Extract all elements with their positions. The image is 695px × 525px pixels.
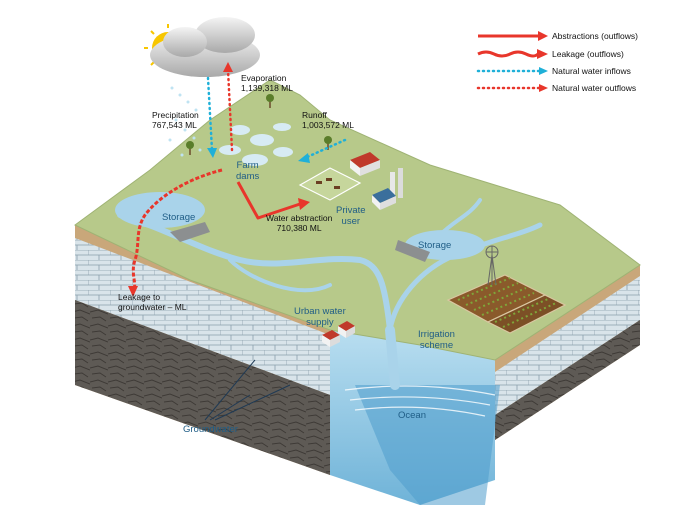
label-evaporation-title: Evaporation: [241, 73, 287, 83]
precipitation-drops: [168, 86, 202, 157]
label-urban-water-supply: Urban water supply: [294, 306, 346, 328]
label-water-abstraction: Water abstraction 710,380 ML: [266, 213, 332, 233]
label-urban-line1: Urban water: [294, 306, 346, 317]
paddock: [298, 167, 362, 201]
label-precipitation: Precipitation 767,543 ML: [152, 110, 199, 130]
label-runoff-title: Runoff: [302, 110, 327, 120]
label-evaporation: Evaporation 1,139,318 ML: [241, 73, 293, 93]
label-leakage-line2: groundwater – ML: [118, 302, 187, 312]
irrigation-fields: [446, 274, 567, 334]
legend-symbols: [476, 31, 548, 92]
leakage-arrowhead: [128, 286, 138, 297]
label-leakage-line1: Leakage to: [118, 292, 161, 302]
water-abstraction-arrowhead: [298, 198, 310, 210]
label-private-user-line2: user: [341, 216, 361, 227]
cattle: [316, 178, 340, 189]
label-irrigation-scheme: Irrigation scheme: [418, 329, 455, 351]
label-precipitation-title: Precipitation: [152, 110, 199, 120]
storage-left-dam: [170, 222, 210, 242]
label-farm-dams: Farm dams: [236, 160, 259, 182]
label-groundwater: Groundwater: [183, 424, 238, 435]
urban-houses: [322, 321, 355, 347]
label-urban-line2: supply: [306, 317, 334, 328]
legend-natural-outflows: Natural water outflows: [552, 83, 637, 93]
windmill-icon: [485, 245, 499, 286]
ocean-block: [330, 330, 500, 505]
soil-layers-right: [495, 265, 640, 440]
storage-left-lake: [115, 192, 205, 228]
label-evaporation-value: 1,139,318 ML: [241, 83, 293, 93]
runoff-inflow-arrow: [303, 138, 347, 160]
label-storage-right: Storage: [418, 240, 452, 251]
label-leakage: Leakage to groundwater – ML: [118, 292, 187, 312]
label-farm-dams-line1: Farm: [236, 160, 259, 171]
farm-dams-ponds: [219, 123, 293, 166]
label-private-user: Private user: [336, 205, 366, 227]
label-irrigation-line2: scheme: [419, 340, 454, 351]
label-storage-left: Storage: [162, 212, 196, 223]
precipitation-inflow-arrow: [206, 76, 214, 152]
label-runoff: Runoff 1,003,572 ML: [302, 110, 354, 130]
storage-right-dam: [395, 240, 430, 262]
leakage-arrow: [131, 168, 223, 292]
label-private-user-line1: Private: [336, 205, 366, 216]
label-runoff-value: 1,003,572 ML: [302, 120, 354, 130]
evaporation-arrowhead: [223, 62, 233, 72]
label-irrigation-line1: Irrigation: [418, 329, 455, 340]
legend-natural-inflows: Natural water inflows: [552, 66, 631, 76]
label-farm-dams-line2: dams: [236, 171, 260, 182]
label-water-abstraction-title: Water abstraction: [266, 213, 333, 223]
trees: [186, 94, 332, 155]
runoff-arrowhead: [298, 153, 310, 163]
cloud-icon: [150, 17, 260, 77]
water-abstraction-arrow: [236, 181, 301, 220]
groundwater-pointer-lines: [204, 359, 291, 421]
evaporation-outflow-arrow: [226, 68, 234, 152]
precipitation-arrowhead: [207, 148, 217, 158]
legend-leakage: Leakage (outflows): [552, 49, 624, 59]
legend-abstractions: Abstractions (outflows): [552, 31, 638, 41]
soil-layers-left: [75, 225, 330, 475]
label-ocean: Ocean: [398, 410, 426, 421]
label-precipitation-value: 767,543 ML: [152, 120, 197, 130]
farm-buildings: [350, 152, 403, 210]
label-water-abstraction-value: 710,380 ML: [276, 223, 322, 233]
